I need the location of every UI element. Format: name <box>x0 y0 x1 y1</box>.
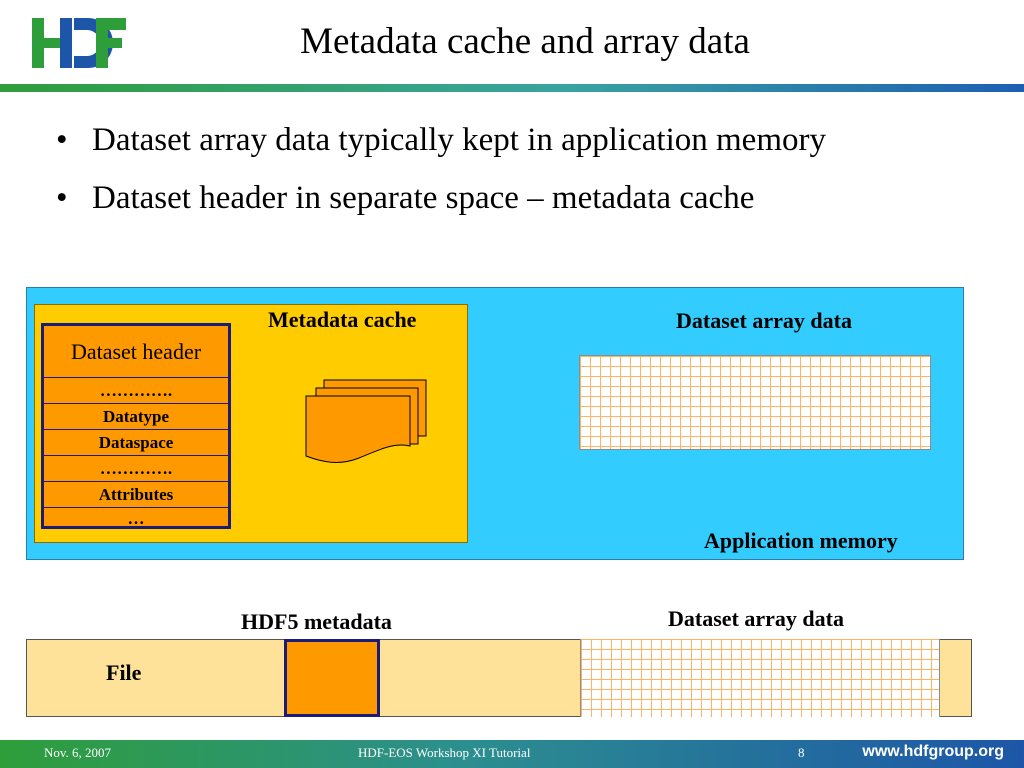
bullet-item: • Dataset array data typically kept in ap… <box>56 122 826 159</box>
bullet-item: • Dataset header in separate space – meta… <box>56 180 754 217</box>
header-divider <box>0 84 1024 92</box>
hdf-logo <box>30 14 130 72</box>
dataset-header-row: Attributes <box>44 482 228 508</box>
file-array-data-label: Dataset array data <box>668 606 844 631</box>
dataset-array-data-label: Dataset array data <box>676 308 852 333</box>
dataset-header-title: Dataset header <box>44 326 228 378</box>
file-metadata-block <box>284 639 380 717</box>
bullet-symbol: • <box>56 122 68 158</box>
application-memory-label: Application memory <box>704 528 898 553</box>
hdf5-metadata-label: HDF5 metadata <box>241 609 392 634</box>
footer-date: Nov. 6, 2007 <box>44 745 112 760</box>
dataset-array-grid <box>579 355 931 450</box>
footer-bar <box>0 740 1024 768</box>
stacked-documents-icon <box>304 378 430 470</box>
dataset-header-row: … <box>127 509 145 528</box>
bullet-symbol: • <box>56 180 68 216</box>
bullet-text: Dataset header in separate space – metad… <box>92 180 755 216</box>
page-title: Metadata cache and array data <box>300 21 750 62</box>
dataset-header-row: Datatype <box>44 404 228 430</box>
file-label: File <box>106 660 142 685</box>
dataset-header-row: …………. <box>44 456 228 482</box>
dataset-header-row: Dataspace <box>44 430 228 456</box>
footer-event: HDF-EOS Workshop XI Tutorial <box>358 745 531 760</box>
bullet-text: Dataset array data typically kept in app… <box>92 122 826 158</box>
footer-page-number: 8 <box>798 745 805 760</box>
dataset-header-row: …………. <box>44 378 228 404</box>
footer-url: www.hdfgroup.org <box>862 743 1004 760</box>
metadata-cache-label: Metadata cache <box>268 307 417 332</box>
file-array-grid <box>580 639 940 717</box>
dataset-header-table: Dataset header …………. Datatype Dataspace … <box>41 323 231 529</box>
